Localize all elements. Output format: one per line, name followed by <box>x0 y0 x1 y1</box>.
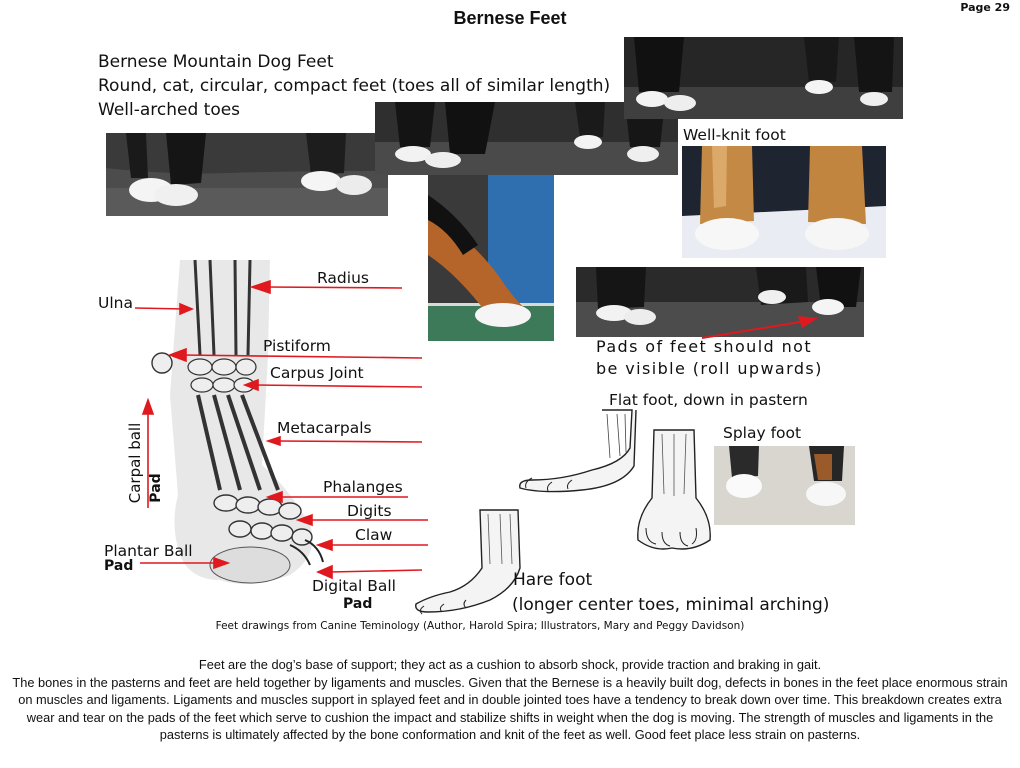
intro-line-3: Well-arched toes <box>98 100 241 120</box>
photo-splay-foot <box>714 446 855 525</box>
anatomy-skeleton-drawing <box>151 259 324 584</box>
intro-text: Bernese Mountain Dog Feet Round, cat, ci… <box>98 50 610 122</box>
label-carpus-joint: Carpus Joint <box>270 364 364 382</box>
flat-foot-drawing <box>519 409 637 493</box>
pads-note-line-1: Pads of feet should not <box>596 337 812 356</box>
label-phalanges: Phalanges <box>323 478 403 496</box>
flat-foot-label: Flat foot, down in pastern <box>609 391 808 409</box>
intro-line-2: Round, cat, circular, compact feet (toes… <box>98 76 611 96</box>
label-carpal-ball-group: Carpal ball Pad <box>122 420 172 515</box>
splay-foot-drawing <box>637 429 711 550</box>
label-plantar-ball: Plantar Ball <box>104 542 193 560</box>
photo-well-knit-foot <box>682 146 886 258</box>
label-metacarpals: Metacarpals <box>277 419 372 437</box>
hare-foot-label: Hare foot <box>513 570 593 590</box>
anatomy-arrows <box>134 279 428 580</box>
label-digits: Digits <box>347 502 392 520</box>
pads-note-line-2: be visible (roll upwards) <box>596 359 823 378</box>
well-knit-foot-label: Well-knit foot <box>683 126 786 144</box>
label-pistiform: Pistiform <box>263 337 331 355</box>
body-text: Feet are the dog’s base of support; they… <box>6 656 1014 744</box>
label-radius: Radius <box>317 269 369 287</box>
page-number: Page 29 <box>960 1 1010 14</box>
photo-compact-feet-3 <box>624 37 903 119</box>
photo-pads-visible <box>576 267 864 337</box>
pads-arrow <box>701 316 818 339</box>
label-ulna: Ulna <box>98 294 133 312</box>
hare-foot-description: (longer center toes, minimal arching) <box>512 595 830 615</box>
label-carpal-ball: Carpal ball <box>126 422 144 504</box>
figure-caption: Feet drawings from Canine Teminology (Au… <box>215 620 745 632</box>
label-plantar-pad: Pad <box>104 558 134 574</box>
label-claw: Claw <box>355 526 393 544</box>
photo-tan-leg <box>428 175 554 341</box>
label-digital-ball: Digital Ball <box>312 577 396 595</box>
photo-compact-feet-2 <box>375 102 678 175</box>
page-title: Bernese Feet <box>453 8 567 28</box>
label-digital-pad: Pad <box>343 596 373 612</box>
hare-foot-drawing <box>415 509 521 615</box>
pads-note: Pads of feet should not be visible (roll… <box>596 336 823 380</box>
body-paragraph-2: The bones in the pasterns and feet are h… <box>12 674 1008 743</box>
intro-line-1: Bernese Mountain Dog Feet <box>98 52 334 72</box>
body-paragraph-1: Feet are the dog’s base of support; they… <box>198 657 822 672</box>
splay-foot-label: Splay foot <box>723 424 802 442</box>
photo-compact-feet-1 <box>106 133 388 216</box>
label-carpal-pad: Pad <box>148 473 164 503</box>
